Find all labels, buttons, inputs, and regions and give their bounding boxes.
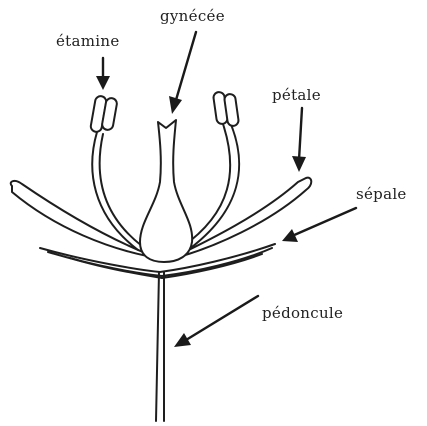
arrow-gynecee xyxy=(169,32,196,114)
label-petale: pétale xyxy=(272,86,321,104)
label-gynecee: gynécée xyxy=(160,7,225,25)
peduncle xyxy=(156,272,164,421)
arrow-petale xyxy=(292,108,306,172)
label-etamine: étamine xyxy=(56,32,120,50)
gynoecium xyxy=(140,120,192,262)
anther-right xyxy=(213,91,239,126)
petal-left xyxy=(11,181,158,258)
arrow-sepale xyxy=(282,208,356,242)
arrow-pedoncule xyxy=(174,296,258,347)
label-pedoncule: pédoncule xyxy=(262,304,343,322)
label-sepale: sépale xyxy=(356,185,407,203)
anther-left xyxy=(90,95,118,132)
arrow-etamine xyxy=(96,58,110,90)
